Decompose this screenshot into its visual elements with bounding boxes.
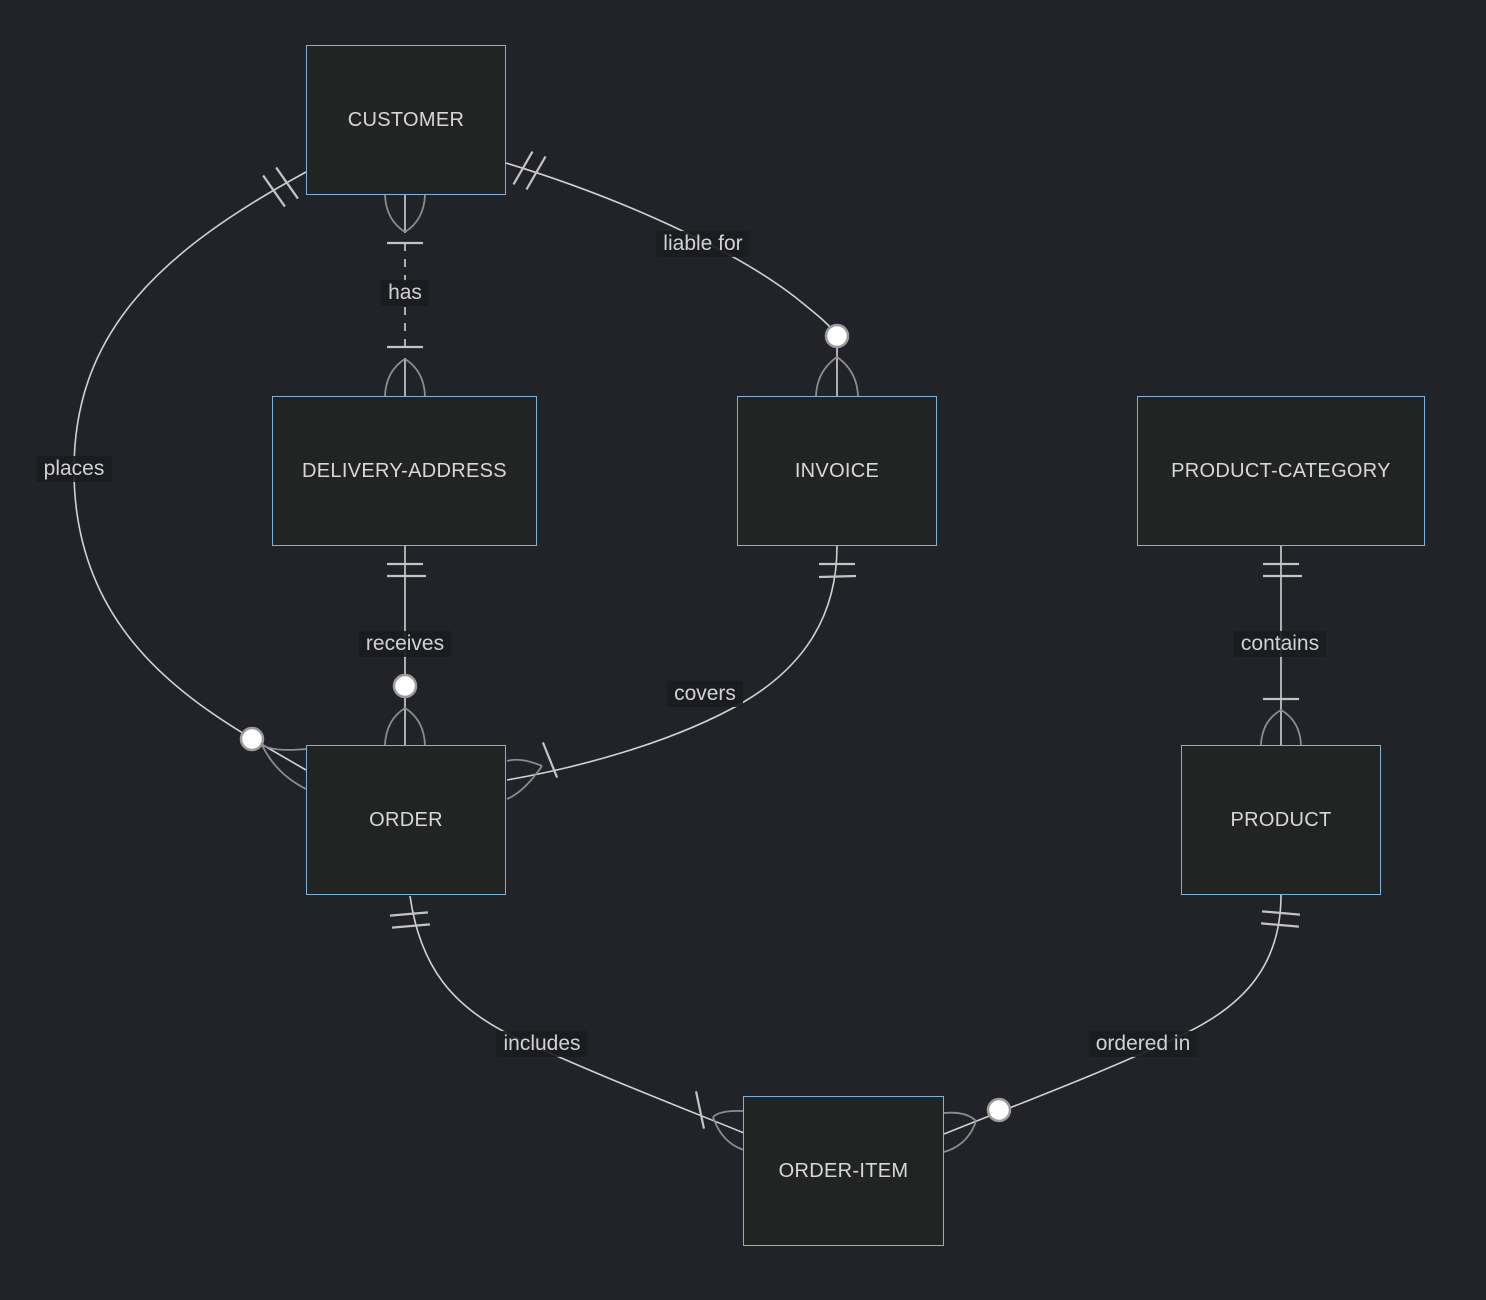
one-bar-icon xyxy=(512,150,534,186)
crowfoot-icon xyxy=(404,358,426,397)
crowfoot-icon xyxy=(261,744,307,790)
one-bar-icon xyxy=(262,174,286,208)
relationship-label-places: places xyxy=(36,455,112,483)
one-bar-icon xyxy=(541,741,559,779)
one-bar-icon xyxy=(1260,922,1300,928)
one-bar-icon xyxy=(1261,910,1301,916)
entity-name: DELIVERY-ADDRESS xyxy=(302,459,507,482)
entity-product: PRODUCT xyxy=(1181,745,1381,895)
crowfoot-icon xyxy=(404,707,426,746)
relationship-label-includes: includes xyxy=(496,1030,588,1058)
relationship-label-liable-for: liable for xyxy=(656,230,750,258)
one-bar-icon xyxy=(391,923,431,929)
one-bar-icon xyxy=(694,1091,706,1129)
relationship-line xyxy=(506,545,838,781)
relationship-has xyxy=(384,194,426,397)
crowfoot-icon xyxy=(1280,709,1302,746)
crowfoot-icon xyxy=(404,194,426,233)
crowfoot-icon xyxy=(943,1120,977,1153)
crowfoot-icon xyxy=(506,758,543,767)
relationship-label-receives: receives xyxy=(358,630,452,658)
one-bar-icon xyxy=(525,155,547,191)
crowfoot-icon xyxy=(384,194,406,233)
zero-circle-icon xyxy=(239,726,265,752)
relationship-label-has: has xyxy=(381,279,429,307)
crowfoot-icon xyxy=(712,1116,745,1151)
relationship-ordered-in xyxy=(943,894,1301,1153)
zero-circle-icon xyxy=(986,1097,1012,1123)
entity-name: PRODUCT-CATEGORY xyxy=(1171,459,1391,482)
relationship-label-ordered-in: ordered in xyxy=(1088,1030,1198,1058)
one-bar-icon xyxy=(389,911,429,917)
crowfoot-icon xyxy=(943,1111,977,1122)
relationship-line xyxy=(943,894,1282,1135)
crowfoot-icon xyxy=(1260,709,1282,746)
entity-order: ORDER xyxy=(306,745,506,895)
entity-delivery-address: DELIVERY-ADDRESS xyxy=(272,396,537,546)
relationship-label-covers: covers xyxy=(667,680,743,708)
crowfoot-icon xyxy=(712,1109,745,1118)
entity-invoice: INVOICE xyxy=(737,396,937,546)
relationship-covers xyxy=(506,545,857,800)
zero-circle-icon xyxy=(824,323,850,349)
one-bar-icon xyxy=(818,574,857,579)
entity-product-category: PRODUCT-CATEGORY xyxy=(1137,396,1425,546)
entity-name: ORDER xyxy=(369,808,443,831)
entity-name: INVOICE xyxy=(794,459,880,482)
relationship-liable-for xyxy=(505,150,859,397)
entity-customer: CUSTOMER xyxy=(306,45,506,195)
relationship-line xyxy=(505,162,838,396)
crowfoot-icon xyxy=(261,744,307,751)
one-bar-icon xyxy=(275,166,299,200)
entity-name: CUSTOMER xyxy=(347,108,465,131)
zero-circle-icon xyxy=(392,673,418,699)
relationship-label-contains: contains xyxy=(1233,630,1327,658)
crowfoot-icon xyxy=(836,356,859,397)
crowfoot-icon xyxy=(506,765,543,800)
entity-name: ORDER-ITEM xyxy=(778,1159,909,1182)
entity-name: PRODUCT xyxy=(1230,808,1332,831)
relationship-includes xyxy=(389,895,745,1151)
crowfoot-icon xyxy=(384,358,406,397)
crowfoot-icon xyxy=(815,356,838,397)
crowfoot-icon xyxy=(384,707,406,746)
relationship-line xyxy=(409,895,745,1134)
entity-order-item: ORDER-ITEM xyxy=(743,1096,944,1246)
